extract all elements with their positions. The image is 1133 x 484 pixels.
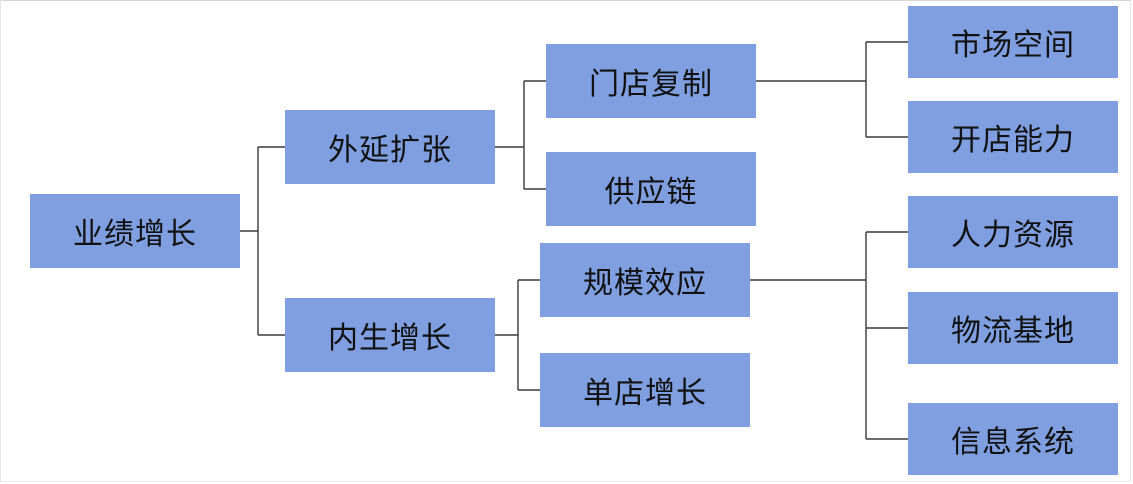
node-single-store-growth: 单店增长	[540, 353, 750, 427]
node-supply-chain-label: 供应链	[604, 175, 698, 210]
node-internal-growth-label: 内生增长	[328, 321, 452, 356]
node-logistics-base-label: 物流基地	[951, 314, 1075, 349]
node-store-replication: 门店复制	[546, 44, 756, 118]
node-root-label: 业绩增长	[73, 217, 197, 252]
node-internal-growth: 内生增长	[285, 298, 495, 372]
node-external-expansion-label: 外延扩张	[328, 133, 452, 168]
node-external-expansion: 外延扩张	[285, 110, 495, 184]
node-human-resources: 人力资源	[908, 196, 1118, 268]
connector-root	[240, 146, 285, 336]
node-scale-effect-label: 规模效应	[583, 266, 707, 301]
connector-scale-effect	[750, 231, 908, 440]
node-market-space: 市场空间	[908, 6, 1118, 78]
connector-store-replication	[756, 41, 908, 138]
node-logistics-base: 物流基地	[908, 292, 1118, 364]
connector-external	[495, 80, 546, 190]
node-root: 业绩增长	[30, 194, 240, 268]
node-information-system-label: 信息系统	[951, 425, 1075, 460]
node-market-space-label: 市场空间	[951, 28, 1075, 63]
node-human-resources-label: 人力资源	[951, 218, 1075, 253]
connector-internal	[495, 279, 540, 391]
node-information-system: 信息系统	[908, 403, 1118, 475]
node-store-opening-capability: 开店能力	[908, 101, 1118, 173]
node-store-opening-capability-label: 开店能力	[951, 123, 1075, 158]
node-supply-chain: 供应链	[546, 152, 756, 226]
node-scale-effect: 规模效应	[540, 243, 750, 317]
node-single-store-growth-label: 单店增长	[583, 376, 707, 411]
node-store-replication-label: 门店复制	[589, 67, 713, 102]
